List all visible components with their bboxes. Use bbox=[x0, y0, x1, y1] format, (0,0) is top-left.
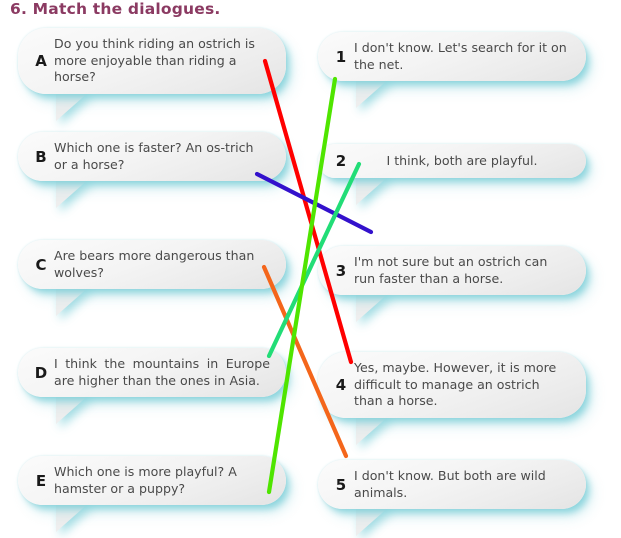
dialogue-row-1: 1 I don't know. Let's search for it on th… bbox=[318, 32, 586, 109]
bubble-text-D: I think the mountains in Europe are high… bbox=[54, 356, 270, 388]
speech-bubble-3[interactable]: 3 I'm not sure but an ostrich can run fas… bbox=[318, 246, 586, 323]
speech-bubble-tail bbox=[56, 502, 90, 533]
dialogue-row-2: 2 I think, both are playful. bbox=[318, 144, 586, 205]
bubble-label-D: D bbox=[34, 363, 48, 382]
dialogue-row-4: 4 Yes, maybe. However, it is more difficu… bbox=[318, 352, 586, 446]
speech-bubble-4[interactable]: 4 Yes, maybe. However, it is more difficu… bbox=[318, 352, 586, 446]
bubble-text-B: Which one is faster? An os-trich or a ho… bbox=[54, 140, 254, 172]
speech-bubble-E[interactable]: E Which one is more playful? A hamster or… bbox=[18, 456, 286, 533]
dialogue-row-B: B Which one is faster? An os-trich or a h… bbox=[18, 132, 286, 209]
page-title: 6. Match the dialogues. bbox=[10, 0, 221, 18]
speech-bubble-tail bbox=[56, 286, 90, 317]
dialogue-row-D: D I think the mountains in Europe are hig… bbox=[18, 348, 286, 425]
bubble-label-B: B bbox=[35, 147, 47, 166]
bubble-text-A: Do you think riding an ostrich is more e… bbox=[54, 36, 255, 85]
bubble-label-C: C bbox=[35, 255, 47, 274]
speech-bubble-tail bbox=[356, 78, 390, 109]
bubble-label-3: 3 bbox=[335, 261, 347, 280]
bubble-text-4: Yes, maybe. However, it is more difficul… bbox=[354, 360, 557, 409]
speech-bubble-tail bbox=[56, 91, 90, 122]
dialogue-row-3: 3 I'm not sure but an ostrich can run fas… bbox=[318, 246, 586, 323]
bubble-text-E: Which one is more playful? A hamster or … bbox=[54, 464, 237, 496]
speech-bubble-tail bbox=[356, 506, 390, 537]
bubble-label-E: E bbox=[35, 471, 47, 490]
speech-bubble-A[interactable]: A Do you think riding an ostrich is more … bbox=[18, 28, 286, 122]
speech-bubble-C[interactable]: C Are bears more dangerous than wolves? bbox=[18, 240, 286, 317]
bubble-label-5: 5 bbox=[335, 475, 347, 494]
bubble-text-5: I don't know. But both are wild animals. bbox=[354, 468, 546, 500]
bubble-text-3: I'm not sure but an ostrich can run fast… bbox=[354, 254, 548, 286]
speech-bubble-5[interactable]: 5 I don't know. But both are wild animals… bbox=[318, 460, 586, 537]
speech-bubble-D[interactable]: D I think the mountains in Europe are hig… bbox=[18, 348, 286, 425]
speech-bubble-B[interactable]: B Which one is faster? An os-trich or a h… bbox=[18, 132, 286, 209]
speech-bubble-tail bbox=[356, 292, 390, 323]
line-b-to-3[interactable] bbox=[254, 171, 374, 235]
bubble-label-A: A bbox=[35, 52, 47, 71]
speech-bubble-1[interactable]: 1 I don't know. Let's search for it on th… bbox=[318, 32, 586, 109]
bubble-text-1: I don't know. Let's search for it on the… bbox=[354, 40, 567, 72]
bubble-text-C: Are bears more dangerous than wolves? bbox=[54, 248, 255, 280]
speech-bubble-tail bbox=[56, 178, 90, 209]
speech-bubble-2[interactable]: 2 I think, both are playful. bbox=[318, 144, 586, 205]
line-a-to-4[interactable] bbox=[262, 58, 354, 365]
bubble-text-2: I think, both are playful. bbox=[386, 152, 538, 168]
speech-bubble-tail bbox=[56, 394, 90, 425]
bubble-label-2: 2 bbox=[335, 152, 347, 170]
dialogue-row-C: C Are bears more dangerous than wolves? bbox=[18, 240, 286, 317]
speech-bubble-tail bbox=[356, 415, 390, 446]
speech-bubble-tail bbox=[356, 175, 390, 205]
dialogue-row-E: E Which one is more playful? A hamster or… bbox=[18, 456, 286, 533]
dialogue-row-A: A Do you think riding an ostrich is more … bbox=[18, 28, 286, 122]
dialogue-row-5: 5 I don't know. But both are wild animals… bbox=[318, 460, 586, 537]
bubble-label-1: 1 bbox=[335, 47, 347, 66]
bubble-label-4: 4 bbox=[335, 376, 347, 395]
